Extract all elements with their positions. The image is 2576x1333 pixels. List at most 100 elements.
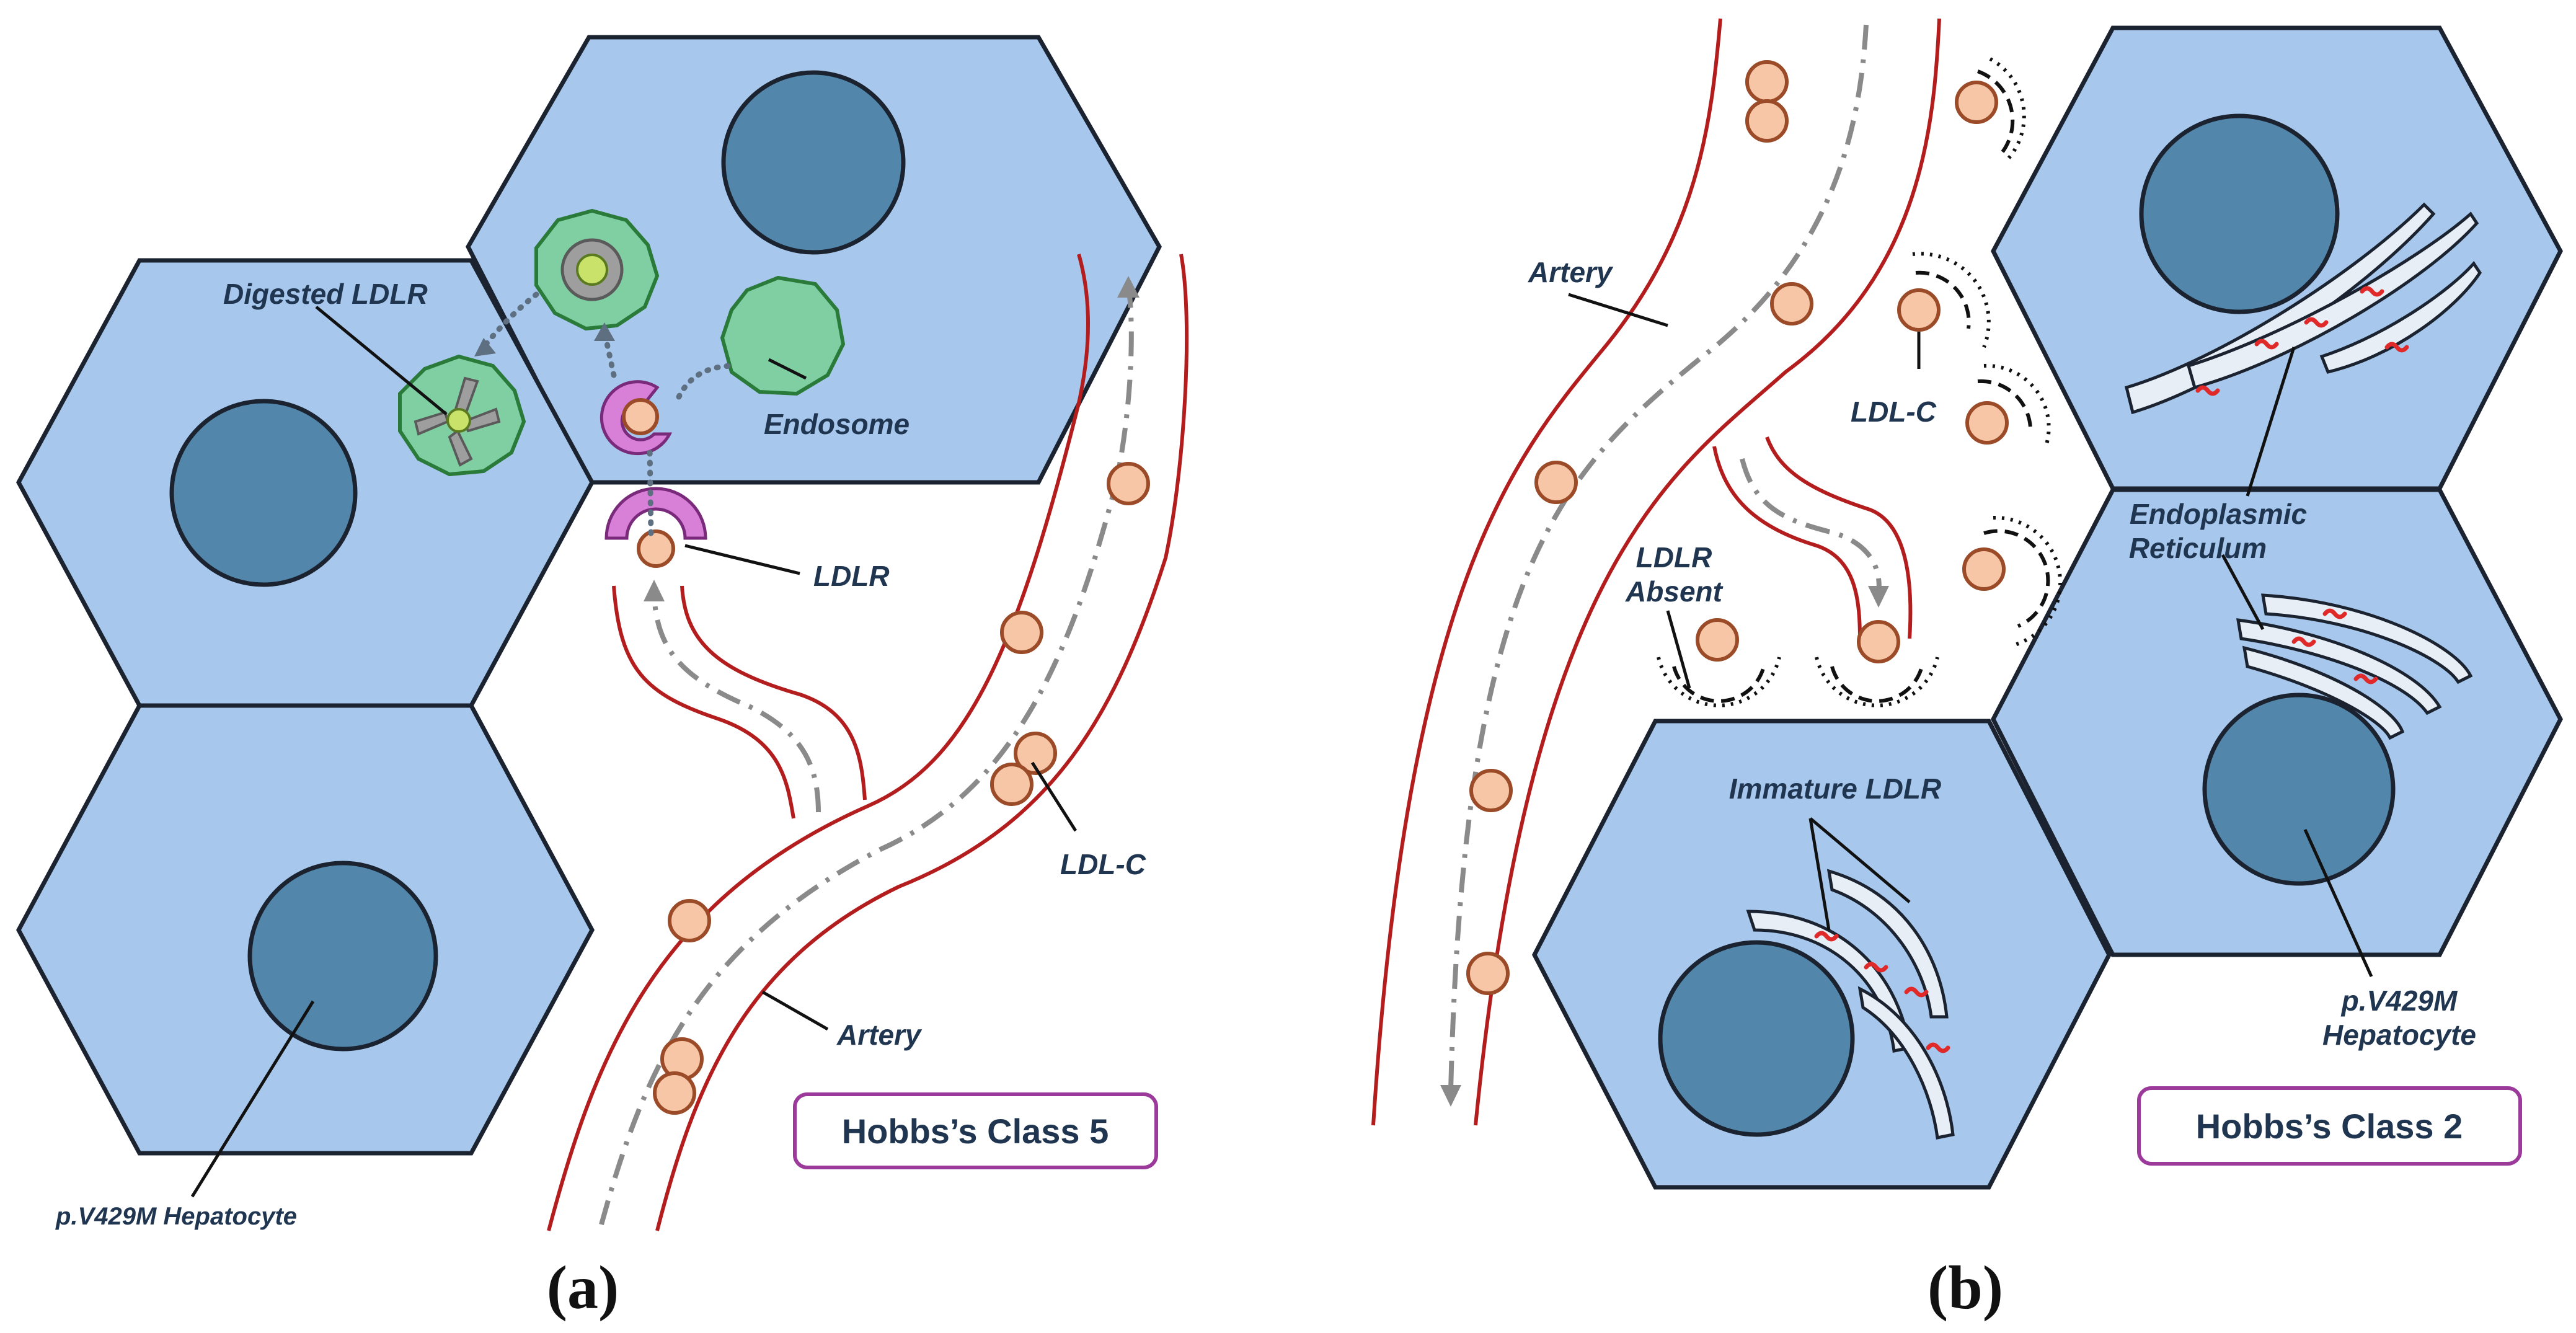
class-box-b: [2137, 1086, 2522, 1166]
label-hepatocyte-b-line2: Hepatocyte: [2322, 1019, 2476, 1051]
absent-receptor-outline: [1983, 529, 2050, 628]
panel-letter-b: (b): [1928, 1253, 2003, 1322]
ldl-particle: [1745, 99, 1789, 143]
leader-digested-ldlr: [315, 306, 448, 415]
ldl-particle: [1469, 769, 1513, 812]
label-er-line2: Reticulum: [2129, 532, 2267, 564]
label-digested-ldlr: Digested LDLR: [223, 278, 428, 310]
ldl-particle: [1014, 732, 1057, 775]
class-box-a: [793, 1092, 1158, 1169]
ldl-particle: [1745, 60, 1789, 104]
leader-er-right: [2221, 554, 2265, 631]
absent-receptor-outline-surface: [1830, 666, 1924, 703]
leader-immature-ldlr-1: [1808, 818, 1831, 931]
absent-receptor-outline: [1977, 379, 2033, 435]
flow-b-arrowhead-icon: [1440, 1085, 1461, 1107]
er-misfolded-protein-marks-top: [2195, 286, 2409, 396]
ldl-particles-artery-a: [653, 462, 1150, 1115]
label-ldlr: LDLR: [813, 560, 890, 592]
label-hepatocyte-b-line1: p.V429M: [2340, 985, 2458, 1017]
class-label-a: Hobbs’s Class 5: [842, 1112, 1109, 1151]
label-ldl-c-a: LDL-C: [1060, 848, 1146, 880]
leader-hepatocyte-a: [190, 1000, 315, 1198]
ldl-particle: [1955, 81, 1998, 124]
leader-ldlr: [684, 544, 800, 575]
ldl-particle: [1962, 547, 2006, 591]
artery-b-flow-line: [1448, 24, 1869, 1092]
label-ldl-c-b: LDL-C: [1851, 396, 1937, 428]
artery-flow-line: [599, 285, 1134, 1226]
artery-b-wall-left: [1371, 18, 1722, 1126]
flow-arrowhead-icon: [1117, 276, 1140, 298]
er-misfolded-protein-marks-right: [2291, 608, 2378, 684]
label-ldlr-absent-line1: LDLR: [1636, 541, 1712, 574]
endoplasmic-reticulum-top: [2124, 202, 2482, 415]
label-endosome: Endosome: [764, 408, 910, 440]
nucleus-b-bottom: [1658, 940, 1855, 1137]
label-artery-a: Artery: [836, 1019, 923, 1051]
immature-ldlr-marks: [1814, 931, 1950, 1053]
nucleus-b-top: [2139, 113, 2340, 314]
artery-b-branch-flow: [1740, 458, 1882, 596]
leader-immature-ldlr-2: [1809, 817, 1911, 903]
panel-b: Artery LDL-C LDLR Absent Endoplasmic Ret…: [1371, 18, 2563, 1322]
internalized-ldl-particle: [622, 398, 659, 435]
absent-receptor-outline: [1976, 69, 2015, 153]
nucleus-middle: [169, 399, 358, 587]
label-ldlr-absent-line2: Absent: [1625, 575, 1724, 608]
absent-receptor-outline: [1915, 270, 1971, 329]
ldl-particle: [1770, 282, 1813, 326]
leader-ldlr-absent: [1666, 610, 1691, 689]
trafficking-path-to-digested: [480, 291, 539, 350]
artery-b-branch-right: [1765, 436, 1913, 639]
ldl-particle: [1534, 461, 1578, 504]
ldl-particle: [1107, 462, 1150, 505]
ldl-particle: [1466, 952, 1510, 995]
panel-letter-a: (a): [547, 1253, 619, 1322]
ldl-c-with-absent-receptors: [1657, 57, 2063, 707]
nucleus-top-right: [721, 70, 906, 255]
ldl-particle: [1897, 288, 1941, 332]
absent-receptor-outline-surface: [1657, 657, 1781, 707]
ldl-particle: [1965, 401, 2009, 445]
ldl-particles-artery-b: [1466, 60, 1900, 995]
label-artery-b: Artery: [1528, 256, 1614, 288]
endoplasmic-reticulum-right: [2236, 593, 2473, 740]
artery-branch-flow: [652, 595, 821, 813]
arrowhead-left-icon: [474, 338, 496, 356]
ldl-particle: [668, 899, 711, 942]
absent-receptor-outline: [1912, 252, 1991, 348]
ldl-particle: [1000, 611, 1043, 654]
leader-er-top: [2246, 347, 2296, 497]
ldl-particle: [990, 763, 1033, 806]
panel-a: Digested LDLR Endosome LDLR LDL-C Artery…: [16, 35, 1189, 1322]
label-er-line1: Endoplasmic: [2130, 498, 2307, 530]
nucleus-b-right: [2202, 693, 2396, 886]
internalized-ldlr-icon: [600, 380, 673, 456]
leader-hepatocyte-b: [2303, 828, 2373, 978]
artery-b-branch-left: [1712, 446, 1862, 639]
surface-ldl-particle: [637, 529, 675, 568]
surface-ldlr-icon: [604, 487, 707, 540]
branch-arrowhead-icon: [644, 580, 665, 601]
artery-b-wall-right: [1474, 18, 1941, 1126]
digesting-ldl-core-icon: [576, 254, 608, 286]
absent-receptor-outline-surface: [1815, 657, 1939, 707]
leader-artery-a: [761, 990, 829, 1031]
digested-ldl-core-icon: [446, 408, 471, 433]
leader-endosome: [768, 358, 807, 380]
arrowhead-up-icon: [594, 322, 615, 341]
leader-ldl-c-a: [1030, 761, 1078, 832]
ldl-particle: [1857, 620, 1900, 663]
label-immature-ldlr: Immature LDLR: [1729, 773, 1941, 805]
nucleus-bottom: [247, 861, 438, 1052]
ldl-particle: [653, 1071, 696, 1115]
absent-receptor-outline: [1993, 515, 2063, 647]
ldl-particle: [1696, 618, 1739, 662]
trafficking-path-up: [647, 443, 654, 536]
branch-b-arrowhead-icon: [1868, 586, 1889, 608]
class-label-b: Hobbs’s Class 2: [2196, 1107, 2463, 1146]
trafficking-path-to-endosome: [676, 363, 738, 400]
artery-branch-wall-right: [680, 585, 867, 800]
